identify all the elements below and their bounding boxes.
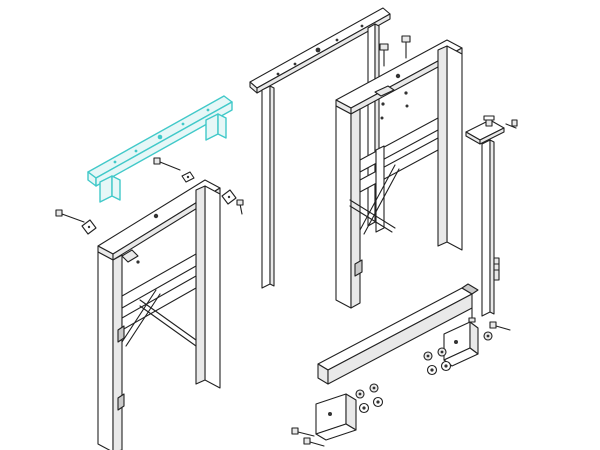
square-washer[interactable] — [181, 171, 195, 183]
hex-nut[interactable] — [437, 347, 447, 357]
bottom-channel[interactable] — [317, 283, 479, 385]
washer[interactable] — [372, 396, 384, 408]
bolt[interactable] — [291, 427, 315, 437]
bolt[interactable] — [236, 199, 244, 215]
left-leg-frame[interactable] — [97, 179, 221, 450]
square-washer[interactable] — [221, 189, 237, 205]
bolt[interactable] — [55, 209, 85, 223]
top-bracket[interactable] — [87, 95, 233, 203]
bolt[interactable] — [379, 43, 389, 67]
washer[interactable] — [426, 364, 438, 376]
bolt[interactable] — [303, 437, 325, 447]
bolt[interactable] — [153, 157, 181, 171]
hex-nut[interactable] — [423, 351, 433, 361]
threaded-rod[interactable] — [493, 257, 500, 281]
center-post[interactable] — [465, 115, 505, 317]
l-bracket[interactable] — [443, 321, 479, 367]
hex-nut[interactable] — [369, 383, 379, 393]
l-bracket[interactable] — [315, 393, 357, 441]
washer[interactable] — [440, 360, 452, 372]
top-cross-rail[interactable] — [249, 7, 391, 289]
hex-nut[interactable] — [483, 331, 493, 341]
bolt[interactable] — [401, 35, 411, 59]
washer[interactable] — [358, 402, 370, 414]
bolt[interactable] — [505, 119, 518, 129]
bolt[interactable] — [468, 307, 476, 323]
right-leg-frame[interactable] — [335, 39, 463, 309]
hex-nut[interactable] — [355, 389, 365, 399]
square-washer[interactable] — [81, 219, 97, 235]
bolt[interactable] — [489, 321, 511, 331]
